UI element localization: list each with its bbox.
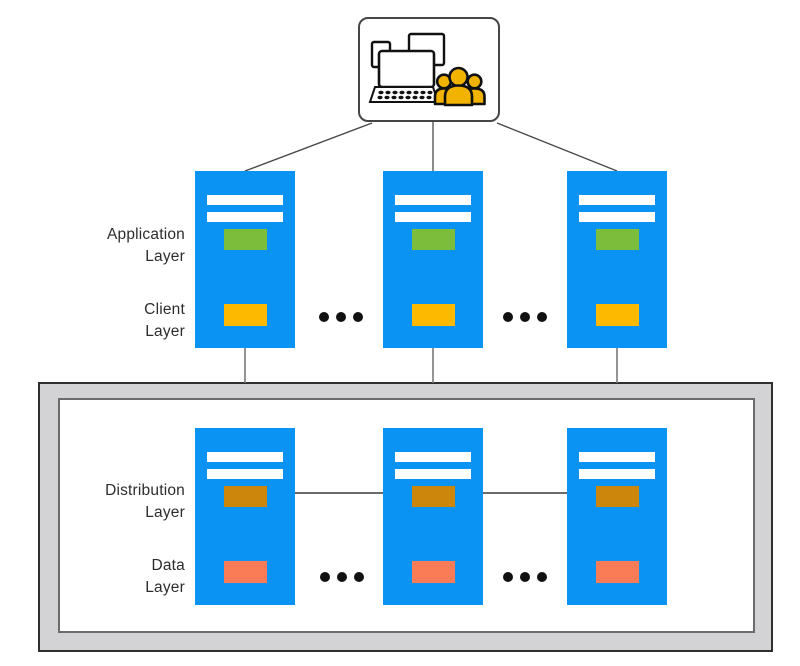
dot — [337, 572, 347, 582]
label-line: Layer — [145, 323, 185, 340]
dot — [503, 572, 513, 582]
distribution-module — [596, 486, 639, 507]
distribution-module — [224, 486, 267, 507]
label-line: Layer — [145, 504, 185, 521]
dot — [336, 312, 346, 322]
dist-data-server-node-1 — [195, 428, 295, 605]
dist-data-server-node-2 — [383, 428, 483, 605]
dot — [353, 312, 363, 322]
dist-data-server-node-3 — [567, 428, 667, 605]
workstation-with-users-icon — [368, 32, 486, 107]
server-bar — [395, 212, 471, 222]
users-group-icon — [433, 66, 486, 107]
label-line: Layer — [145, 248, 185, 265]
label-data-layer: Data Layer — [25, 555, 185, 599]
ellipsis-dots — [320, 572, 364, 582]
server-bar — [579, 469, 655, 479]
client-module — [412, 304, 455, 326]
label-line: Application — [106, 226, 185, 243]
server-bar — [579, 195, 655, 205]
server-bar — [207, 212, 283, 222]
server-bar — [395, 469, 471, 479]
server-bar — [207, 452, 283, 462]
dot — [520, 312, 530, 322]
app-client-server-node-1 — [195, 171, 295, 348]
label-client-layer: Client Layer — [25, 299, 185, 343]
label-line: Data — [151, 557, 185, 574]
server-bar — [395, 195, 471, 205]
label-line: Layer — [145, 579, 185, 596]
ellipsis-dots — [503, 312, 547, 322]
client-module — [596, 304, 639, 326]
dot — [537, 312, 547, 322]
label-distribution-layer: Distribution Layer — [25, 480, 185, 524]
app-client-server-node-2 — [383, 171, 483, 348]
dot — [520, 572, 530, 582]
ellipsis-dots — [319, 312, 363, 322]
app-client-server-node-3 — [567, 171, 667, 348]
application-module — [596, 229, 639, 250]
server-bar — [395, 452, 471, 462]
server-bar — [207, 469, 283, 479]
dot — [319, 312, 329, 322]
client-workstation-box — [358, 17, 500, 122]
application-module — [224, 229, 267, 250]
server-bar — [207, 195, 283, 205]
server-bar — [579, 212, 655, 222]
dot — [503, 312, 513, 322]
client-module — [224, 304, 267, 326]
data-module — [224, 561, 267, 583]
application-module — [412, 229, 455, 250]
label-line: Client — [144, 301, 185, 318]
dot — [354, 572, 364, 582]
label-application-layer: Application Layer — [25, 224, 185, 268]
dot — [320, 572, 330, 582]
label-line: Distribution — [105, 482, 185, 499]
distribution-module — [412, 486, 455, 507]
server-bar — [579, 452, 655, 462]
data-module — [412, 561, 455, 583]
dot — [537, 572, 547, 582]
data-module — [596, 561, 639, 583]
ellipsis-dots — [503, 572, 547, 582]
